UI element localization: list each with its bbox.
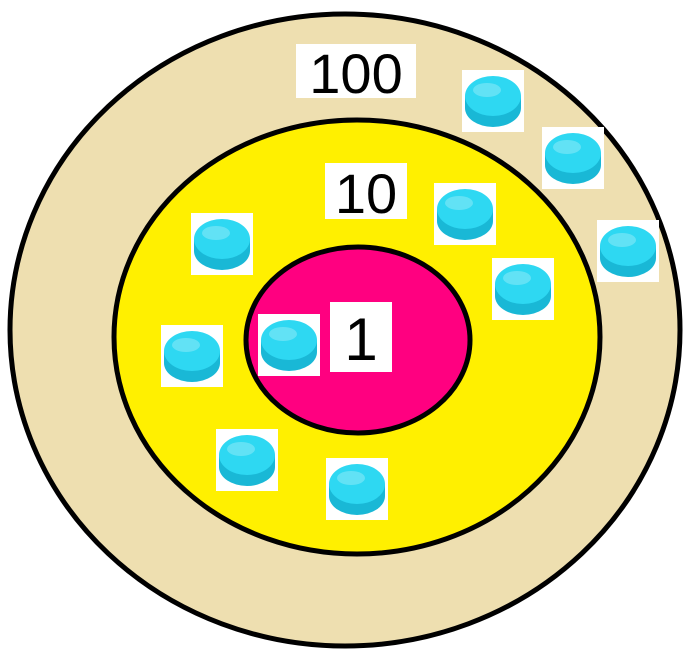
ring-label-10-text: 10 (335, 162, 397, 225)
counter-disc (191, 213, 253, 275)
ring-label-1-text: 1 (344, 306, 377, 373)
counter-disc (161, 325, 223, 387)
counter-disc (542, 127, 604, 189)
counters (161, 70, 659, 520)
counter-disc (216, 429, 278, 491)
counter-disc (434, 183, 496, 245)
ring-label-1: 1 (330, 302, 392, 373)
counter-disc (258, 314, 320, 376)
ring-label-10: 10 (325, 162, 407, 225)
ring-label-100: 100 (296, 42, 416, 105)
counter-disc (597, 220, 659, 282)
counter-disc (326, 458, 388, 520)
counter-disc (492, 258, 554, 320)
counter-disc (462, 70, 524, 132)
ring-label-100-text: 100 (309, 42, 402, 105)
